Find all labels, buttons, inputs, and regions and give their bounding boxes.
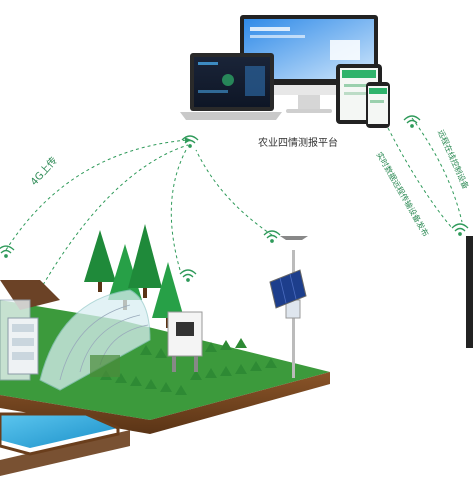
link-greenhouse — [39, 144, 189, 291]
crop-rows — [100, 338, 277, 395]
link-weather-station — [195, 149, 273, 236]
fish-pond-icon — [0, 412, 120, 456]
wifi-signal-icon — [263, 230, 281, 243]
wifi-signal-icon — [179, 269, 197, 282]
laptop-icon — [180, 53, 282, 120]
wifi-signal-icon — [403, 115, 421, 128]
link-field-sensor — [170, 149, 187, 271]
wifi-signal-icon — [181, 135, 199, 148]
wifi-signal-icon — [451, 223, 469, 236]
remote-controller-device — [466, 236, 473, 348]
link-4g-upload — [5, 137, 191, 251]
link-realtime — [387, 127, 453, 229]
pine-tree-icon — [128, 224, 162, 298]
wifi-signal-icon — [0, 245, 15, 258]
link-remote-control — [411, 117, 463, 223]
solar-panel-icon — [269, 269, 307, 309]
sensor-post-icon — [7, 317, 39, 375]
signal-links — [5, 117, 463, 291]
platform-label: 农业四情测报平台 — [258, 138, 338, 149]
phone-icon — [366, 82, 390, 128]
weather-station-icon — [280, 236, 308, 378]
pine-tree-icon — [84, 230, 116, 292]
sensor-cabinet-icon — [167, 311, 203, 372]
